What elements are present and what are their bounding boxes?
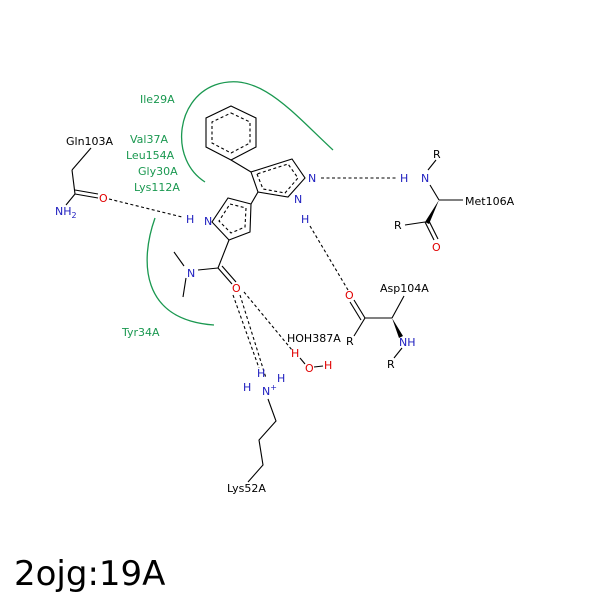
wedge-bond — [392, 318, 403, 338]
met106-fragment — [404, 159, 463, 241]
atom-o-amide: O — [232, 282, 241, 295]
hbond-lys52 — [232, 294, 260, 369]
atom-h-water-left: H — [291, 347, 299, 360]
residue-hoh387: HOH387A — [287, 332, 341, 345]
atom-n-pyrazole1: N — [308, 172, 316, 185]
atom-r-met106-bottom: R — [394, 219, 402, 232]
atom-n-met106: N — [421, 172, 429, 185]
atom-r-met106-top: R — [433, 148, 441, 161]
atom-h-lys52-top: H — [257, 367, 265, 380]
residue-labels: Gln103A Met106A Asp104A HOH387A Lys52A — [66, 135, 515, 495]
atom-o-met106: O — [432, 241, 441, 254]
atom-nh2-gln103: NH2 — [55, 205, 77, 220]
residue-met106: Met106A — [465, 195, 515, 208]
hydrophobic-labels: Ile29A Val37A Leu154A Gly30A Lys112A Tyr… — [121, 93, 180, 339]
atom-h-met106: H — [400, 172, 408, 185]
atom-h-pyrrole: H — [186, 213, 194, 226]
hbond-lys52-b — [239, 294, 267, 379]
atom-n-pyrrole: N — [204, 215, 212, 228]
hydrophobic-val37: Val37A — [130, 133, 168, 146]
atom-r-asp104-left: R — [346, 335, 354, 348]
atom-o-water: O — [305, 362, 314, 375]
water-molecule — [299, 357, 324, 368]
residue-lys52: Lys52A — [227, 482, 266, 495]
arc-ile29 — [180, 81, 334, 183]
lower-pyrrole — [211, 197, 252, 269]
hydrophobic-lys112: Lys112A — [134, 181, 180, 194]
nplus-sup: + — [270, 383, 277, 392]
atom-h-lys52-left: H — [243, 381, 251, 394]
gln103-fragment — [65, 147, 99, 206]
phenyl-ring — [205, 105, 257, 173]
atom-h-lys52-right: H — [277, 372, 285, 385]
lys52-sidechain — [247, 398, 277, 483]
residue-asp104: Asp104A — [380, 282, 429, 295]
residue-gln103: Gln103A — [66, 135, 114, 148]
hydrogen-bonds — [108, 177, 398, 379]
atom-o-asp104: O — [345, 289, 354, 302]
atom-nplus-lys52: N+ — [262, 383, 277, 398]
hydrophobic-leu154: Leu154A — [126, 149, 175, 162]
hbond-water — [243, 291, 293, 351]
amide-group — [173, 251, 237, 298]
atom-n-amide: N — [187, 267, 195, 280]
wedge-bond — [425, 200, 439, 224]
nh2-sub: 2 — [72, 211, 77, 220]
atom-labels: N N H N H N O O NH2 H N R R O O R NH R H… — [55, 148, 441, 398]
upper-pyrazole — [250, 158, 306, 205]
atom-h-water-right: H — [324, 359, 332, 372]
hydrophobic-arcs — [146, 81, 334, 326]
hbond-asp104 — [309, 225, 349, 291]
atom-r-asp104-bottom: R — [387, 358, 395, 371]
atom-nh-asp104: NH — [399, 336, 416, 349]
hydrophobic-ile29: Ile29A — [140, 93, 175, 106]
hbond-gln103 — [108, 198, 183, 218]
atom-o-gln103: O — [99, 192, 108, 205]
nh2-main: NH — [55, 205, 72, 218]
nplus-main: N — [262, 385, 270, 398]
atom-h-pyrazole: H — [301, 213, 309, 226]
asp104-fragment — [349, 295, 405, 359]
hydrophobic-tyr34: Tyr34A — [121, 326, 160, 339]
arc-tyr34 — [146, 217, 215, 326]
diagram-caption: 2ojg:19A — [14, 554, 165, 594]
hydrophobic-gly30: Gly30A — [138, 165, 178, 178]
atom-n-pyrazole2: N — [294, 193, 302, 206]
